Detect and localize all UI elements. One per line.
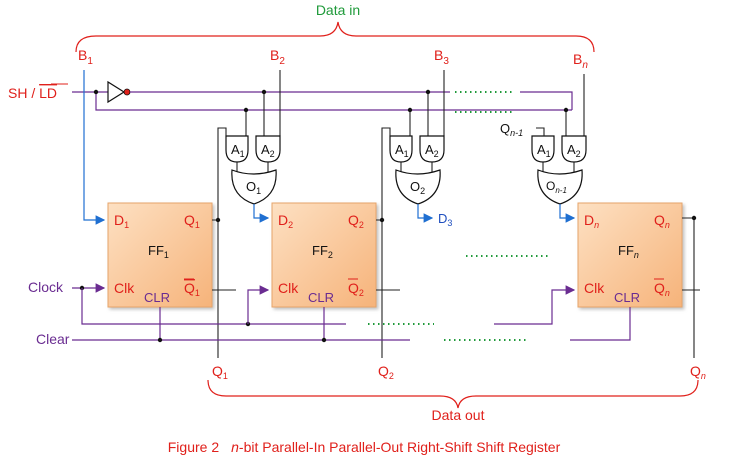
or-gate-o2 <box>395 169 441 205</box>
svg-text:A2: A2 <box>567 142 581 159</box>
svg-text:CLR: CLR <box>308 290 334 305</box>
flipflop-2: D2 Q2 FF2 Clk Q2 CLR <box>271 202 377 308</box>
svg-text:On-1: On-1 <box>546 179 567 195</box>
clock-bus <box>81 288 346 325</box>
clock-label: Clock <box>28 279 64 295</box>
svg-text:Qn: Qn <box>654 212 670 230</box>
svg-text:Dn: Dn <box>584 212 599 230</box>
inverter-bubble <box>123 88 131 96</box>
gate-group-n-1: A1 A2 On-1 <box>531 74 587 223</box>
output-q1-label: Q1 <box>212 363 228 381</box>
svg-text:Clk: Clk <box>114 280 135 296</box>
data-out-label: Data out <box>432 407 485 423</box>
svg-text:A2: A2 <box>261 142 275 159</box>
svg-text:FF2: FF2 <box>312 243 333 260</box>
svg-text:A2: A2 <box>425 142 439 159</box>
svg-text:CLR: CLR <box>614 290 640 305</box>
output-qn-label: Qn <box>690 363 706 381</box>
svg-text:O2: O2 <box>410 179 425 196</box>
data-out-brace <box>207 379 699 409</box>
shld-wire-inverted-n <box>520 91 573 110</box>
or-gate-o1 <box>231 169 277 205</box>
gate-group-2: A1 A2 O2 <box>381 70 445 223</box>
svg-text:A1: A1 <box>537 142 551 159</box>
svg-text:Q2: Q2 <box>348 212 364 230</box>
input-b1-label: B1 <box>78 47 93 67</box>
clear-label: Clear <box>36 331 70 347</box>
input-b2-label: B2 <box>270 47 285 67</box>
junction <box>93 89 99 95</box>
sh-ld-label: SH / LD <box>8 85 57 101</box>
svg-text:Clk: Clk <box>584 280 605 296</box>
svg-text:Qn: Qn <box>654 280 670 298</box>
input-bn-label: Bn <box>573 51 588 71</box>
svg-text:Q1: Q1 <box>184 212 200 230</box>
flipflop-1: D1 Q1 FF1 Clk Q1 CLR <box>107 202 213 308</box>
svg-text:Q2: Q2 <box>348 280 364 298</box>
svg-text:O1: O1 <box>246 179 261 196</box>
flipflop-n: Dn Qn FFn Clk Qn CLR <box>577 202 683 308</box>
input-b3-label: B3 <box>434 47 449 67</box>
d3-label: D3 <box>438 211 452 228</box>
svg-text:Q1: Q1 <box>184 280 200 298</box>
data-in-brace <box>75 21 595 53</box>
or-gate-on-1 <box>537 169 583 205</box>
svg-text:FFn: FFn <box>618 243 639 260</box>
svg-text:A1: A1 <box>395 142 409 159</box>
inverter-gate <box>107 80 126 104</box>
gate-group-1: A1 A2 O1 <box>217 70 281 223</box>
svg-text:Clk: Clk <box>278 280 299 296</box>
qn-1-label: Qn-1 <box>500 121 523 138</box>
svg-text:A1: A1 <box>231 142 245 159</box>
b1-wire <box>83 70 106 225</box>
output-q2-label: Q2 <box>378 363 394 381</box>
svg-text:D2: D2 <box>278 212 293 230</box>
shld-wire-direct <box>95 92 572 111</box>
data-in-label: Data in <box>316 2 360 18</box>
svg-text:FF1: FF1 <box>148 243 169 260</box>
svg-text:D1: D1 <box>114 212 129 230</box>
svg-text:CLR: CLR <box>144 290 170 305</box>
